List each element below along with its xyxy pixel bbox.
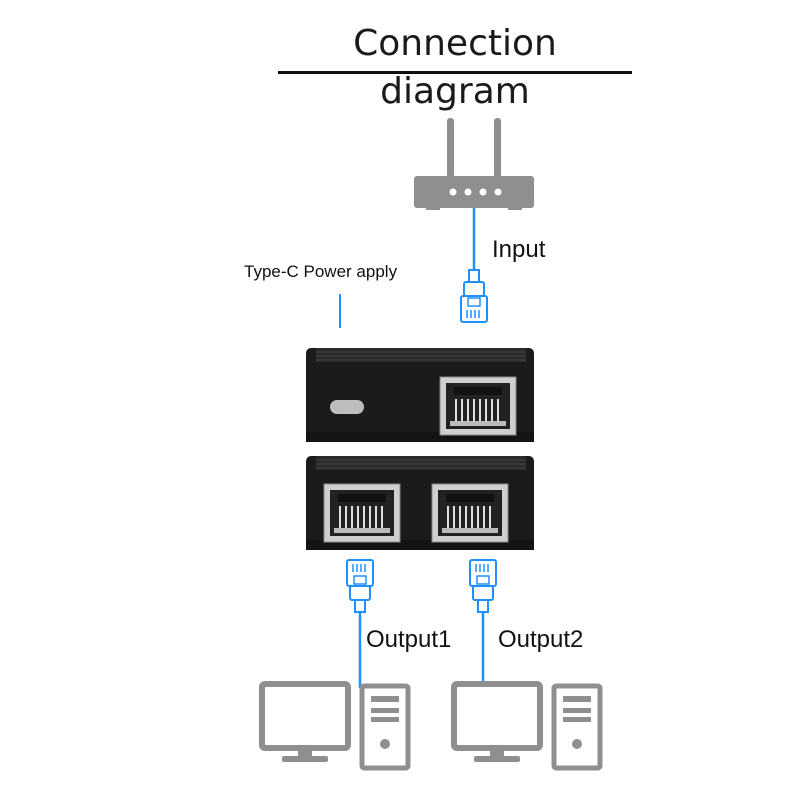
title-underline: [278, 71, 632, 74]
power-label: Type-C Power apply: [244, 262, 398, 281]
rj45-port-icon: [439, 376, 517, 436]
rj45-port-icon: [431, 483, 509, 543]
computer-1-icon: [262, 684, 408, 768]
rj45-port-icon: [323, 483, 401, 543]
diagram-title: Connection diagram: [353, 23, 557, 112]
ethernet-plug-icon: [460, 269, 488, 323]
computer-2-icon: [454, 684, 600, 768]
usb-c-port-icon: [330, 400, 364, 414]
splitter-output-unit: [306, 456, 534, 550]
splitter-input-unit: [306, 348, 534, 442]
output2-label: Output2: [498, 626, 584, 653]
ethernet-plug-icon: [346, 559, 374, 613]
ethernet-plug-icon: [469, 559, 497, 613]
router-icon: [414, 118, 534, 210]
output1-label: Output1: [366, 626, 452, 653]
input-label: Input: [492, 236, 546, 263]
